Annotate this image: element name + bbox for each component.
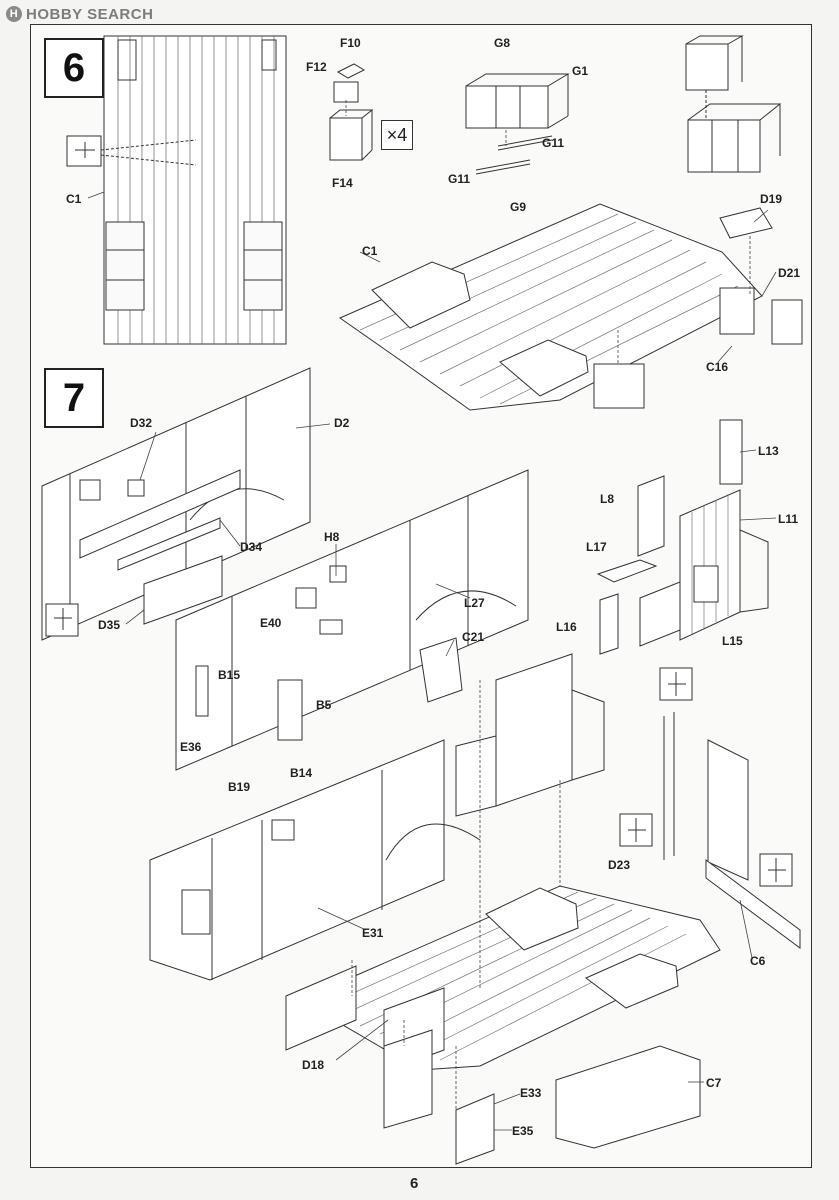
hobbysearch-logo-icon: H (6, 6, 22, 22)
part-label-D35: D35 (98, 618, 121, 632)
part-label-B14: B14 (290, 766, 313, 780)
part-label-G11: G11 (448, 172, 471, 186)
part-label-L11: L11 (778, 512, 799, 526)
part-label-C6: C6 (750, 954, 766, 968)
part-label-L13: L13 (758, 444, 779, 458)
part-label-G8: G8 (494, 36, 511, 50)
part-label-D23: D23 (608, 858, 631, 872)
part-label-D2: D2 (334, 416, 350, 430)
part-label-C21: C21 (462, 630, 485, 644)
step-number-6: 6 (44, 38, 104, 98)
side-wall-middle (175, 469, 529, 771)
part-label-F14: F14 (332, 176, 353, 190)
part-label-B5: B5 (316, 698, 332, 712)
side-wall-upper (41, 367, 311, 641)
rack-frame-part (465, 73, 570, 175)
part-label-C1: C1 (66, 192, 82, 206)
assembled-rack (685, 35, 782, 173)
lower-side-wall (149, 739, 481, 981)
part-label-D18: D18 (302, 1058, 325, 1072)
battery-box-part (329, 63, 374, 161)
part-label-B19: B19 (228, 780, 251, 794)
part-label-E31: E31 (362, 926, 384, 940)
watermark: H HOBBY SEARCH (6, 4, 153, 24)
part-label-F12: F12 (306, 60, 327, 74)
part-label-L16: L16 (556, 620, 577, 634)
part-label-G1: G1 (572, 64, 589, 78)
rear-frame (663, 712, 801, 949)
part-label-L17: L17 (586, 540, 607, 554)
part-label-C1: C1 (362, 244, 378, 258)
part-label-E35: E35 (512, 1124, 534, 1138)
part-label-L8: L8 (600, 492, 615, 506)
floor-top-view (103, 35, 287, 345)
part-label-E36: E36 (180, 740, 202, 754)
part-label-H8: H8 (324, 530, 340, 544)
part-label-E40: E40 (260, 616, 282, 630)
quantity-multiplier: ×4 (381, 120, 413, 150)
part-label-L15: L15 (722, 634, 743, 648)
part-label-E33: E33 (520, 1086, 542, 1100)
part-label-L27: L27 (464, 596, 485, 610)
lower-boxes (383, 1029, 701, 1165)
part-label-C16: C16 (706, 360, 729, 374)
zoom-detail-box (45, 603, 79, 637)
part-label-G9: G9 (510, 200, 527, 214)
page-number: 6 (410, 1175, 419, 1192)
floor-isometric-step6 (338, 203, 803, 411)
watermark-text: HOBBY SEARCH (26, 5, 154, 23)
zoom-detail-box (66, 135, 102, 167)
part-label-D21: D21 (778, 266, 801, 280)
step-number-7: 7 (44, 368, 104, 428)
part-label-D32: D32 (130, 416, 153, 430)
part-label-D19: D19 (760, 192, 783, 206)
floor-isometric-step7 (285, 885, 721, 1073)
part-label-D34: D34 (240, 540, 263, 554)
part-label-G11: G11 (542, 136, 565, 150)
part-label-B15: B15 (218, 668, 241, 682)
part-label-F10: F10 (340, 36, 361, 50)
rear-door-assembly (596, 419, 769, 655)
upper-cabinet (455, 653, 605, 817)
part-label-C7: C7 (706, 1076, 722, 1090)
